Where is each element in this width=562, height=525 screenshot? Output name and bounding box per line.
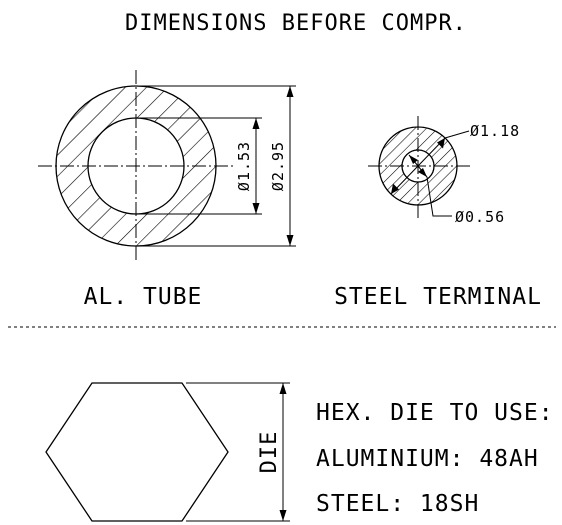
steel-terminal-caption: STEEL TERMINAL [334, 284, 542, 310]
outer-arrow-top [286, 86, 294, 97]
inner-arrow-bottom [252, 203, 260, 214]
die-instruction-line-2: ALUMINIUM: 48AH [316, 446, 539, 472]
inner-arrow-top [252, 118, 260, 129]
die-arrow-top [279, 383, 287, 394]
inner-dia-leader [426, 176, 452, 217]
drawing-title: DIMENSIONS BEFORE COMPR. [125, 11, 467, 36]
al-tube-drawing: Ø1.53 Ø2.95 [38, 70, 296, 262]
inner-dia-arrow-b [418, 168, 427, 177]
steel-terminal-outer-dim: Ø1.18 [470, 122, 520, 140]
outer-dia-arrow-b [437, 138, 445, 149]
outer-dia-leader [444, 130, 470, 139]
outer-arrow-bottom [286, 235, 294, 246]
al-tube-inner-dim: Ø1.53 [235, 141, 253, 191]
die-instruction-line-1: HEX. DIE TO USE: [316, 400, 554, 426]
inner-dia-arrow-a [409, 155, 418, 164]
steel-terminal-inner-dim: Ø0.56 [455, 208, 505, 226]
outer-dia-arrow-a [391, 183, 399, 194]
hex-die-drawing: DIE [45, 382, 290, 522]
die-arrow-bottom [279, 510, 287, 521]
al-tube-outer-dim: Ø2.95 [269, 141, 287, 191]
die-instruction-line-3: STEEL: 18SH [316, 491, 479, 517]
steel-terminal-drawing: Ø1.18 Ø0.56 [368, 116, 520, 226]
die-label: DIE [257, 431, 282, 474]
al-tube-hatch [50, 80, 225, 255]
hexagon-shape [45, 382, 229, 522]
al-tube-caption: AL. TUBE [84, 284, 203, 310]
